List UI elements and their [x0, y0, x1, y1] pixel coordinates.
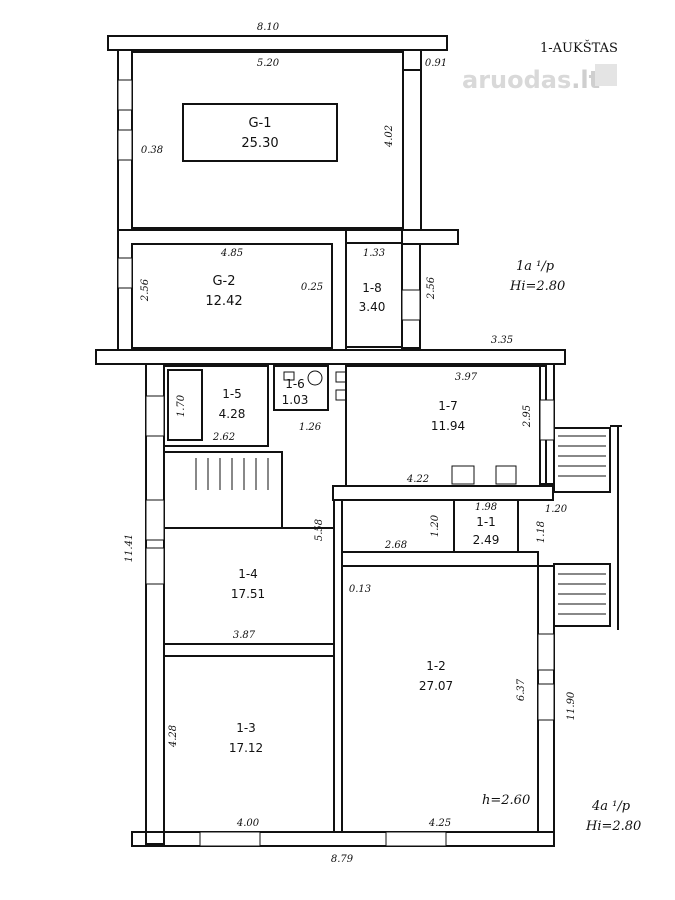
toilet-icon: [307, 370, 323, 386]
dimension: 2.62: [212, 432, 235, 443]
dimension: 4.00: [236, 818, 260, 829]
dimension: 6.37: [516, 678, 527, 701]
dimension: 8.79: [331, 854, 354, 865]
watermark: aruodas.lt: [462, 66, 600, 94]
room-id: 1-5: [222, 387, 242, 401]
dimension: 4.25: [428, 818, 451, 829]
fixtures: [283, 370, 517, 485]
walls: [95, 35, 622, 847]
basin-icon: [283, 371, 295, 381]
dimension: 1.26: [299, 422, 322, 433]
stove-icon: [451, 465, 475, 485]
room-area: 27.07: [419, 679, 453, 693]
note-line: Hi=2.80: [509, 279, 565, 294]
dimension: 3.35: [491, 335, 513, 346]
note-line: Hi=2.80: [585, 819, 641, 834]
vent-icon: [335, 389, 347, 401]
room-id: 1-1: [476, 515, 496, 529]
dimension: 5.20: [257, 58, 280, 69]
dimension: 2.68: [384, 540, 407, 551]
dimension: 4.28: [168, 725, 179, 748]
room-id: 1-6: [285, 377, 305, 391]
dimension: 0.13: [349, 584, 371, 595]
sink-icon: [495, 465, 517, 485]
dimension: 8.10: [257, 22, 280, 33]
dimension: 1.18: [536, 521, 547, 543]
dimension: 4.02: [384, 125, 395, 148]
dimension: 3.87: [233, 630, 256, 641]
dimension: 1.33: [363, 248, 385, 259]
room-area: 17.51: [231, 587, 265, 601]
room-area: 3.40: [359, 300, 386, 314]
room-area: 2.49: [473, 533, 500, 547]
room-area: 25.30: [241, 136, 278, 151]
dimension: 11.90: [566, 691, 577, 720]
watermark-logo-icon: [595, 64, 617, 86]
dimension: 3.97: [455, 372, 478, 383]
floor-title: 1-AUKŠTAS: [540, 39, 618, 56]
windows: [117, 79, 555, 847]
dimension-labels: 8.10 5.20 0.91 0.38 4.02 1.33 4.85 2.56 …: [124, 22, 577, 865]
room-id: 1-7: [438, 399, 458, 413]
dimension: 1.20: [430, 514, 441, 537]
room-labels: G-1 25.30 G-2 12.42 1-8 3.40 1-5 4.28 1-…: [205, 116, 499, 755]
dimension: 1.98: [475, 502, 497, 513]
dimension: 0.38: [141, 145, 163, 156]
height-notes: 1a ¹/p Hi=2.80 4a ¹/p Hi=2.80 h=2.60: [482, 259, 641, 834]
dimension: 5.58: [314, 519, 325, 541]
dimension: 2.56: [426, 276, 437, 300]
room-area: 4.28: [219, 407, 246, 421]
room-id: 1-8: [362, 281, 382, 295]
dimension: 4.85: [220, 248, 243, 259]
note-line: 4a ¹/p: [591, 799, 631, 814]
room-id: G-2: [212, 274, 235, 289]
note-line: 1a ¹/p: [516, 259, 555, 274]
room-id: 1-4: [238, 567, 258, 581]
room-id: G-1: [248, 116, 271, 131]
room-area: 12.42: [205, 294, 242, 309]
dimension: 2.95: [522, 405, 533, 428]
dimension: 1.20: [545, 504, 568, 515]
room-area: 17.12: [229, 741, 263, 755]
dimension: 0.91: [425, 58, 447, 69]
dimension: 1.70: [176, 394, 187, 417]
dimension: 4.22: [406, 474, 429, 485]
dimension: 2.56: [140, 278, 151, 302]
dimension: 0.25: [301, 282, 323, 293]
note-line: h=2.60: [482, 793, 530, 808]
vent-icon: [335, 371, 347, 383]
room-area: 1.03: [282, 393, 309, 407]
dimension: 11.41: [124, 534, 135, 563]
room-id: 1-2: [426, 659, 446, 673]
room-id: 1-3: [236, 721, 256, 735]
room-area: 11.94: [431, 419, 465, 433]
stairs: [195, 435, 606, 615]
